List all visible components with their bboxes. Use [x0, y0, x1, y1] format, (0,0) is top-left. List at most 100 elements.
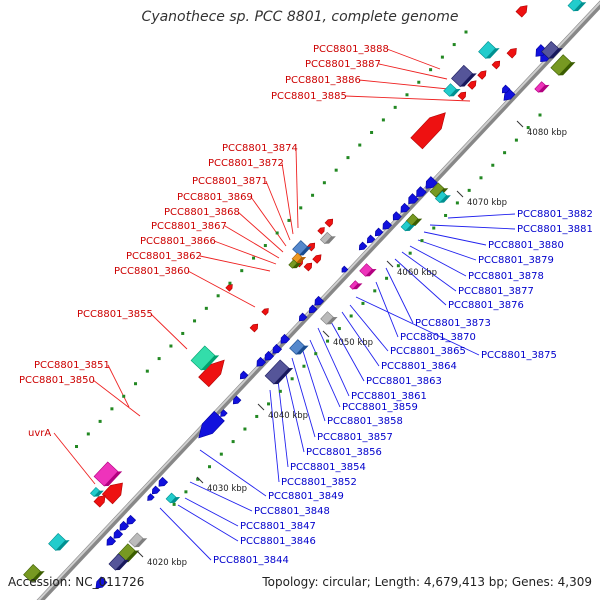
right-gene-label: PCC8801_3859 [342, 402, 418, 413]
label-connector [385, 267, 414, 324]
minor-tick-mark [429, 68, 433, 72]
forward-gene [491, 60, 501, 70]
feature-box-side [104, 471, 123, 487]
reverse-gene-shape [501, 84, 511, 94]
label-connector [341, 311, 380, 367]
label-connector [250, 196, 287, 247]
reverse-gene-shape [400, 202, 411, 213]
minor-tick-mark [538, 113, 542, 117]
reverse-gene-shape [298, 312, 308, 322]
reverse-gene-shape [314, 295, 325, 306]
accession-text: Accession: NC_011726 [8, 575, 145, 589]
reverse-gene-shape [147, 493, 155, 501]
minor-tick-mark [370, 130, 374, 134]
right-gene-label: PCC8801_3858 [327, 416, 403, 427]
right-gene-label: PCC8801_3873 [415, 318, 491, 329]
minor-tick-mark [231, 440, 235, 444]
feature-box-side [30, 571, 45, 582]
feature-box [434, 190, 451, 204]
label-connector [199, 255, 271, 272]
genome-backbone [36, 0, 600, 600]
reverse-gene-shape [425, 176, 438, 189]
minor-tick-mark [278, 389, 282, 393]
feature-box [541, 41, 563, 59]
right-gene-label: PCC8801_3849 [268, 491, 344, 502]
minor-tick-mark [322, 181, 326, 185]
reverse-gene-shape [126, 514, 137, 525]
reverse-gene-shape [151, 485, 161, 495]
minor-tick-mark [290, 377, 294, 381]
label-connector [92, 379, 141, 417]
reverse-gene [298, 312, 308, 322]
major-tick [516, 120, 524, 128]
minor-tick-mark [432, 226, 436, 230]
minor-tick-mark [393, 105, 397, 109]
tick-label: 4060 kbp [397, 268, 437, 278]
feature-box-shape [90, 486, 100, 498]
reverse-gene-shape [264, 350, 275, 361]
minor-tick-mark [302, 364, 306, 368]
feature-box-shape [128, 532, 144, 548]
reverse-gene [308, 304, 318, 314]
forward-gene-shape [312, 254, 322, 264]
reverse-gene [314, 295, 325, 306]
tick-label: 4030 kbp [207, 484, 247, 494]
feature-box [359, 263, 377, 277]
minor-tick-mark [358, 143, 362, 147]
forward-gene [249, 323, 259, 333]
reverse-gene-shape [374, 227, 384, 237]
forward-gene [93, 495, 106, 508]
label-connector [417, 239, 477, 261]
label-connector [401, 251, 457, 292]
label-connector [53, 432, 96, 485]
reverse-gene [408, 193, 419, 204]
minor-tick-mark [219, 452, 223, 456]
right-gene-label: PCC8801_3857 [317, 432, 393, 443]
minor-tick-mark [337, 327, 341, 331]
left-gene-label: PCC8801_3860 [114, 266, 190, 277]
minor-tick-mark [334, 168, 338, 172]
minor-tick-mark [193, 319, 197, 323]
feature-box [319, 231, 336, 245]
tick-label: 4070 kbp [467, 198, 507, 208]
left-gene-label: PCC8801_3886 [285, 75, 361, 86]
label-connector [159, 507, 212, 561]
minor-tick-mark [440, 55, 444, 59]
left-gene-label: PCC8801_3874 [222, 143, 298, 154]
feature-box [48, 533, 70, 551]
minor-tick-mark [145, 369, 149, 373]
reverse-gene [158, 476, 169, 487]
minor-tick-mark [455, 201, 459, 205]
left-gene-label: PCC8801_3867 [151, 221, 227, 232]
forward-gene-shape [515, 5, 528, 18]
forward-gene [457, 91, 467, 101]
feature-box [288, 259, 302, 269]
feature-box-shape [349, 280, 359, 290]
label-connector [429, 224, 516, 230]
right-gene-label: PCC8801_3848 [254, 506, 330, 517]
label-connector-lines [53, 48, 516, 561]
label-connector [184, 497, 239, 527]
minor-tick-mark [267, 402, 271, 406]
feature-box [534, 81, 550, 93]
minor-tick-mark [299, 206, 303, 210]
feature-box-side [115, 559, 130, 571]
feature-box [320, 311, 338, 325]
minor-tick-mark [346, 156, 350, 160]
label-connector [189, 481, 253, 512]
forward-gene-shape [477, 70, 487, 80]
right-gene-label: PCC8801_3882 [517, 209, 593, 220]
label-connector [237, 211, 284, 253]
feature-box [400, 220, 416, 232]
feature-box-side [273, 367, 294, 385]
tick-label: 4040 kbp [268, 411, 308, 421]
feature-box-side [449, 88, 461, 97]
minor-tick-mark [196, 477, 200, 481]
minor-tick-mark [503, 151, 507, 155]
reverse-gene [280, 333, 291, 344]
reverse-gene [113, 528, 124, 539]
minor-tick-mark [275, 231, 279, 235]
reverse-gene [119, 520, 130, 531]
right-gene-label: PCC8801_3877 [458, 286, 534, 297]
reverse-gene-shape [198, 410, 225, 439]
